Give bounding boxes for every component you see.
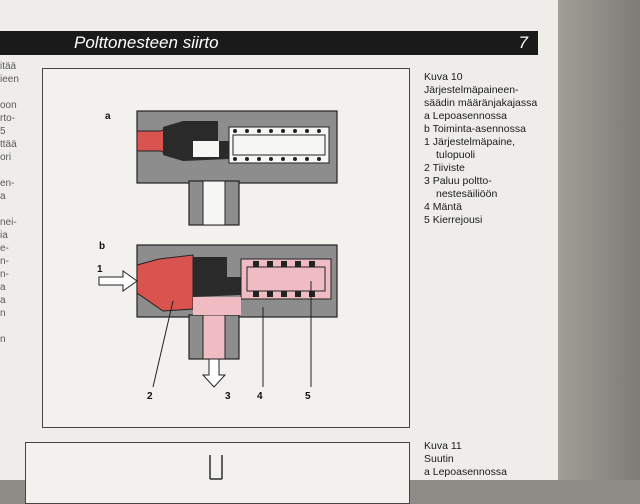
text-fragment: n- [0,269,9,280]
text-fragment: oon [0,100,17,111]
figure-10-caption: Kuva 10 Järjestelmäpaineen- säädin määrä… [424,71,554,227]
panel-a-regulator [136,110,338,226]
panel-a-label: a [105,111,111,122]
text-fragment [0,86,26,99]
figure-10-frame: a b 1 [42,68,410,428]
caption-line: nestesäiliöön [436,188,498,200]
panel-b-label: b [99,241,105,252]
caption-heading: Kuva 11 [424,440,462,452]
caption-line: 3 Paluu poltto- [424,175,492,187]
text-fragment [0,320,26,333]
text-fragment: en- [0,178,15,189]
section-banner: Polttonesteen siirto 7 [0,31,538,55]
pressure-regulator-diagram: a b 1 [97,110,338,402]
panel-b-regulator [136,244,338,360]
text-fragment: ia [0,230,8,241]
background-surface [558,0,640,480]
caption-line: 2 Tiiviste [424,162,465,174]
text-fragment: e- [0,243,9,254]
caption-line: Suutin [424,453,454,465]
text-fragment [0,203,26,216]
text-fragment: 5 [0,126,6,137]
text-fragment: a [0,282,6,293]
text-fragment: ttää [0,139,17,150]
callout-3: 3 [225,391,231,402]
caption-line: 4 Mäntä [424,201,462,213]
spring-coils-b [253,261,315,297]
spring-coils-a [233,129,321,161]
text-fragment: ieen [0,74,19,85]
figure-11-caption: Kuva 11 Suutin a Lepoasennossa [424,440,554,479]
caption-line: Järjestelmäpaineen- [424,84,519,96]
chapter-number: 7 [518,33,528,52]
text-fragment: n [0,334,6,345]
text-fragment: a [0,191,6,202]
inlet-arrow [98,270,138,292]
caption-heading: Kuva 10 [424,71,463,83]
section-title: Polttonesteen siirto [74,33,219,52]
text-fragment: rto- [0,113,15,124]
leader-lines [152,281,312,388]
caption-line: b Toiminta-asennossa [424,123,526,135]
callout-4: 4 [257,391,263,402]
caption-line: a Lepoasennossa [424,110,507,122]
text-fragment: n- [0,256,9,267]
text-fragment: ori [0,152,12,163]
caption-line: a Lepoasennossa [424,466,507,478]
text-fragment: itää [0,61,17,72]
text-fragment: n [0,308,6,319]
return-arrow [201,358,227,388]
caption-line: säädin määränjakajassa [424,97,538,109]
document-page: Polttonesteen siirto 7 itää ieen oon rto… [0,0,558,504]
caption-line: 5 Kierrejousi [424,214,483,226]
callout-1: 1 [97,264,103,275]
callout-2: 2 [147,391,153,402]
left-column-fragments: itää ieen oon rto- 5 ttää ori en- a nei-… [0,60,26,480]
callout-5: 5 [305,391,311,402]
figure-11-frame [25,442,410,504]
injector-diagram [209,455,223,480]
caption-line: tulopuoli [436,149,476,161]
text-fragment: a [0,295,6,306]
text-fragment [0,164,26,177]
text-fragment: nei- [0,217,17,228]
caption-line: 1 Järjestelmäpaine, [424,136,516,148]
